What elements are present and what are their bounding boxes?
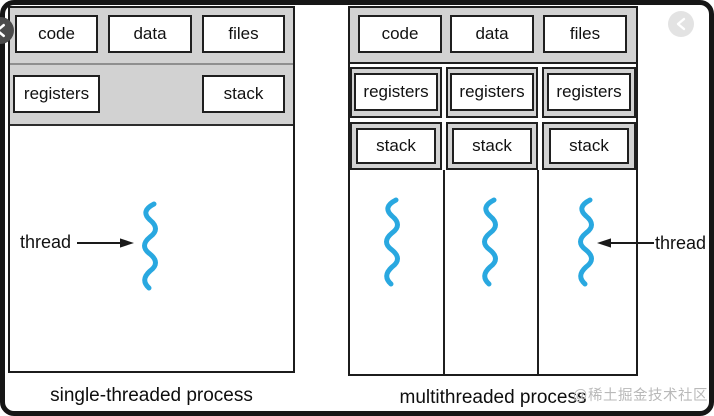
thread-column-divider-2	[537, 170, 539, 374]
left-code-box: code	[15, 15, 98, 53]
chevron-left-icon	[676, 17, 686, 31]
thread-squiggle-icon	[578, 197, 594, 287]
multithreaded-caption: multithreaded process	[399, 387, 587, 408]
back-button[interactable]	[668, 11, 694, 37]
right-data-box: data	[450, 15, 534, 53]
registers-box-2: registers	[450, 73, 534, 111]
stack-cell-1: stack	[350, 122, 442, 170]
registers-cell-1: registers	[350, 67, 442, 118]
right-files-box: files	[543, 15, 627, 53]
thread-squiggle-icon	[142, 201, 158, 291]
stack-box-3: stack	[549, 128, 629, 164]
registers-box-3: registers	[547, 73, 631, 111]
stack-box-2: stack	[452, 128, 532, 164]
left-thread-label: thread	[20, 232, 72, 252]
left-stack-box: stack	[202, 75, 285, 113]
registers-box-1: registers	[354, 73, 438, 111]
single-threaded-process-box: code data files registers stack thread	[8, 6, 295, 373]
chevron-left-icon	[0, 23, 5, 38]
thread-squiggle-icon	[384, 197, 400, 287]
thread-column-divider-1	[443, 170, 445, 374]
thread-squiggle-icon	[482, 197, 498, 287]
registers-cell-3: registers	[542, 67, 636, 118]
right-arrow-icon	[77, 238, 134, 248]
left-files-box: files	[202, 15, 285, 53]
left-registers-box: registers	[13, 75, 100, 113]
registers-cell-2: registers	[446, 67, 538, 118]
left-data-box: data	[108, 15, 192, 53]
stack-cell-2: stack	[446, 122, 538, 170]
multithreaded-process-box: code data files registers registers regi…	[348, 6, 638, 376]
right-code-box: code	[358, 15, 442, 53]
left-arrow-icon	[597, 238, 654, 248]
stack-cell-3: stack	[542, 122, 636, 170]
single-threaded-caption: single-threaded process	[50, 385, 253, 406]
watermark: @稀土掘金技术社区	[572, 388, 708, 404]
stack-box-1: stack	[356, 128, 436, 164]
right-thread-label: thread	[655, 233, 707, 253]
